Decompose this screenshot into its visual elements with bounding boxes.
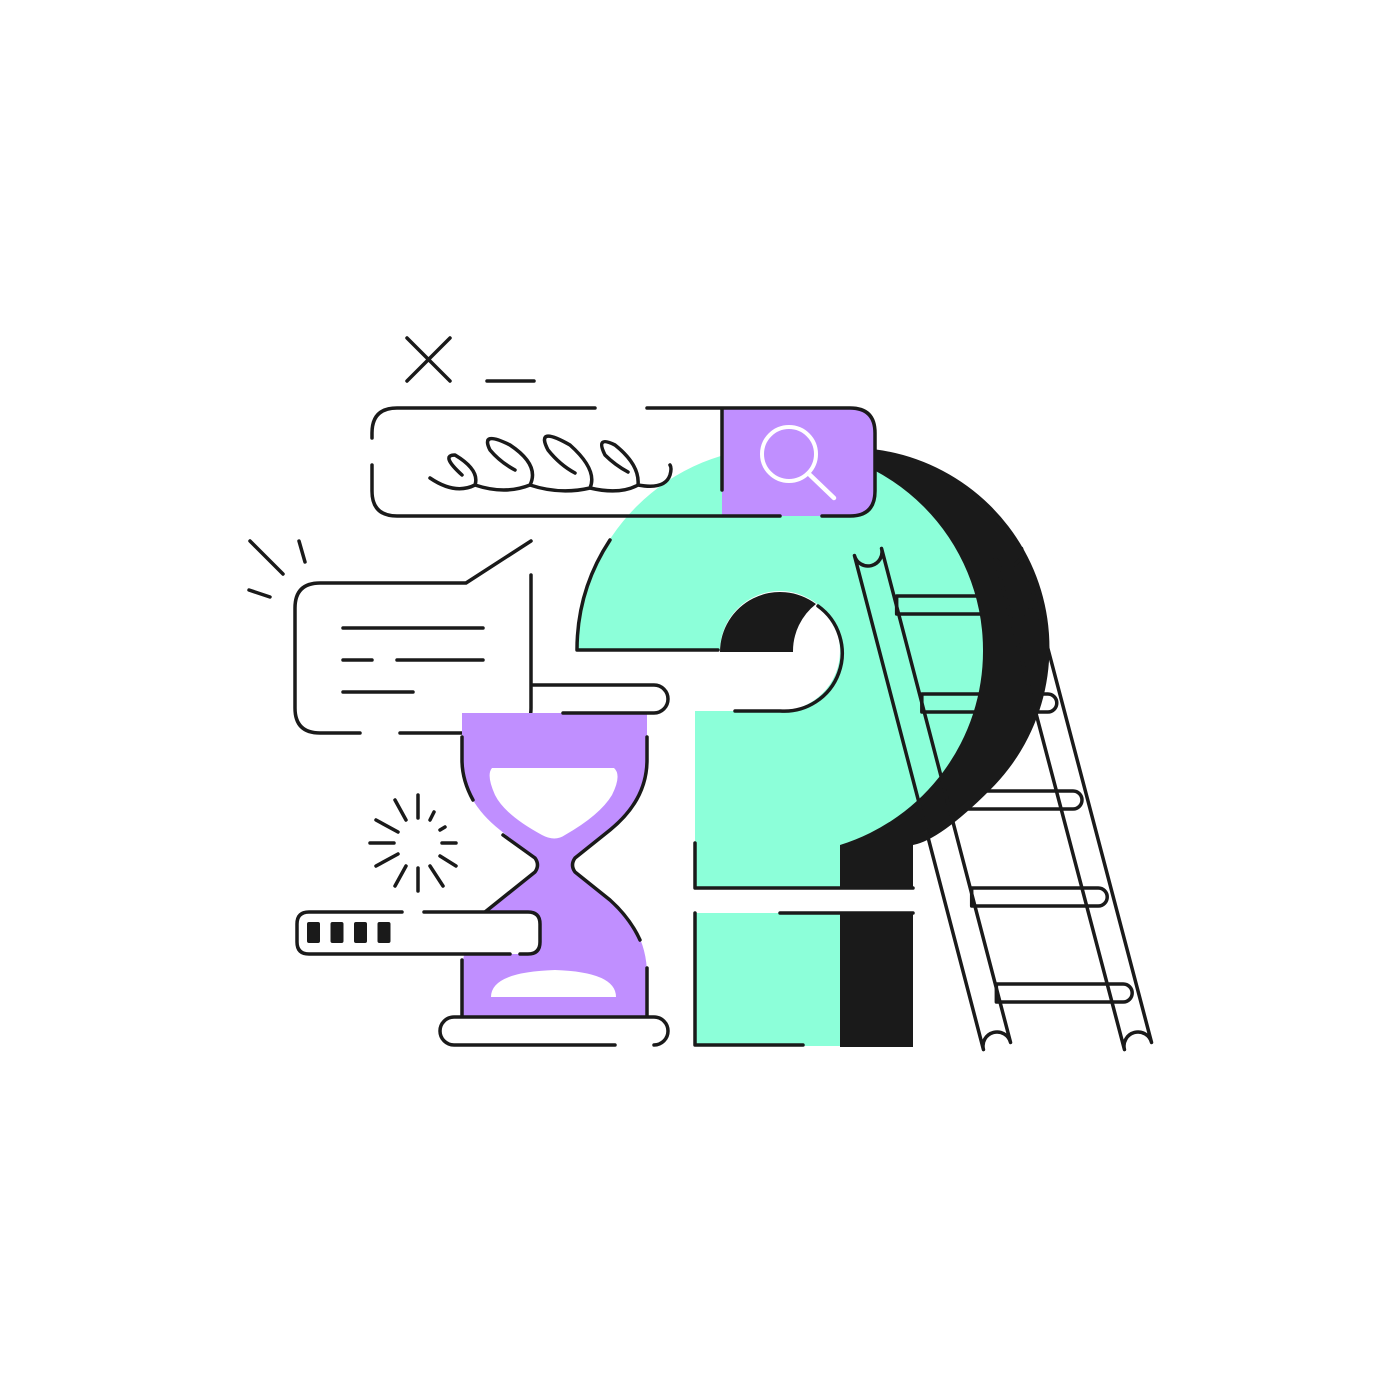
ladder-rung <box>894 594 1034 616</box>
ladder-rung <box>920 692 1059 714</box>
hourglass-sand-bottom <box>491 970 616 997</box>
search-input-scribble <box>428 434 673 493</box>
question-mark-dot <box>695 913 840 1046</box>
progress-segment <box>307 922 320 943</box>
ladder-rail <box>852 546 1013 1052</box>
search-icon[interactable] <box>760 425 837 501</box>
question-mark-hole <box>720 592 816 652</box>
sparkle-icon <box>368 793 458 893</box>
hourglass-icon <box>438 683 670 1047</box>
question-mark-stem-shadow <box>840 845 913 888</box>
question-mark-dot-shadow <box>840 913 913 1047</box>
ladder-icon <box>852 546 1154 1052</box>
close-icon[interactable] <box>405 336 452 383</box>
ladder-rail <box>992 546 1154 1052</box>
hourglass-top-cap <box>533 685 668 713</box>
progress-segment <box>330 922 344 943</box>
progress-segment <box>377 922 391 943</box>
hourglass-bottom-cap <box>440 1017 668 1045</box>
hourglass-sand-top <box>489 768 618 839</box>
sparkle-icon <box>247 539 307 599</box>
search-bar <box>370 406 877 518</box>
chat-text-lines <box>341 626 485 694</box>
progress-segment <box>354 922 367 943</box>
chat-bubble-icon <box>247 539 533 735</box>
search-button-bg <box>722 408 875 516</box>
ladder-rung <box>969 886 1109 908</box>
ladder-rung <box>945 789 1084 811</box>
ladder-rung <box>994 982 1134 1004</box>
progress-bar <box>295 910 542 956</box>
